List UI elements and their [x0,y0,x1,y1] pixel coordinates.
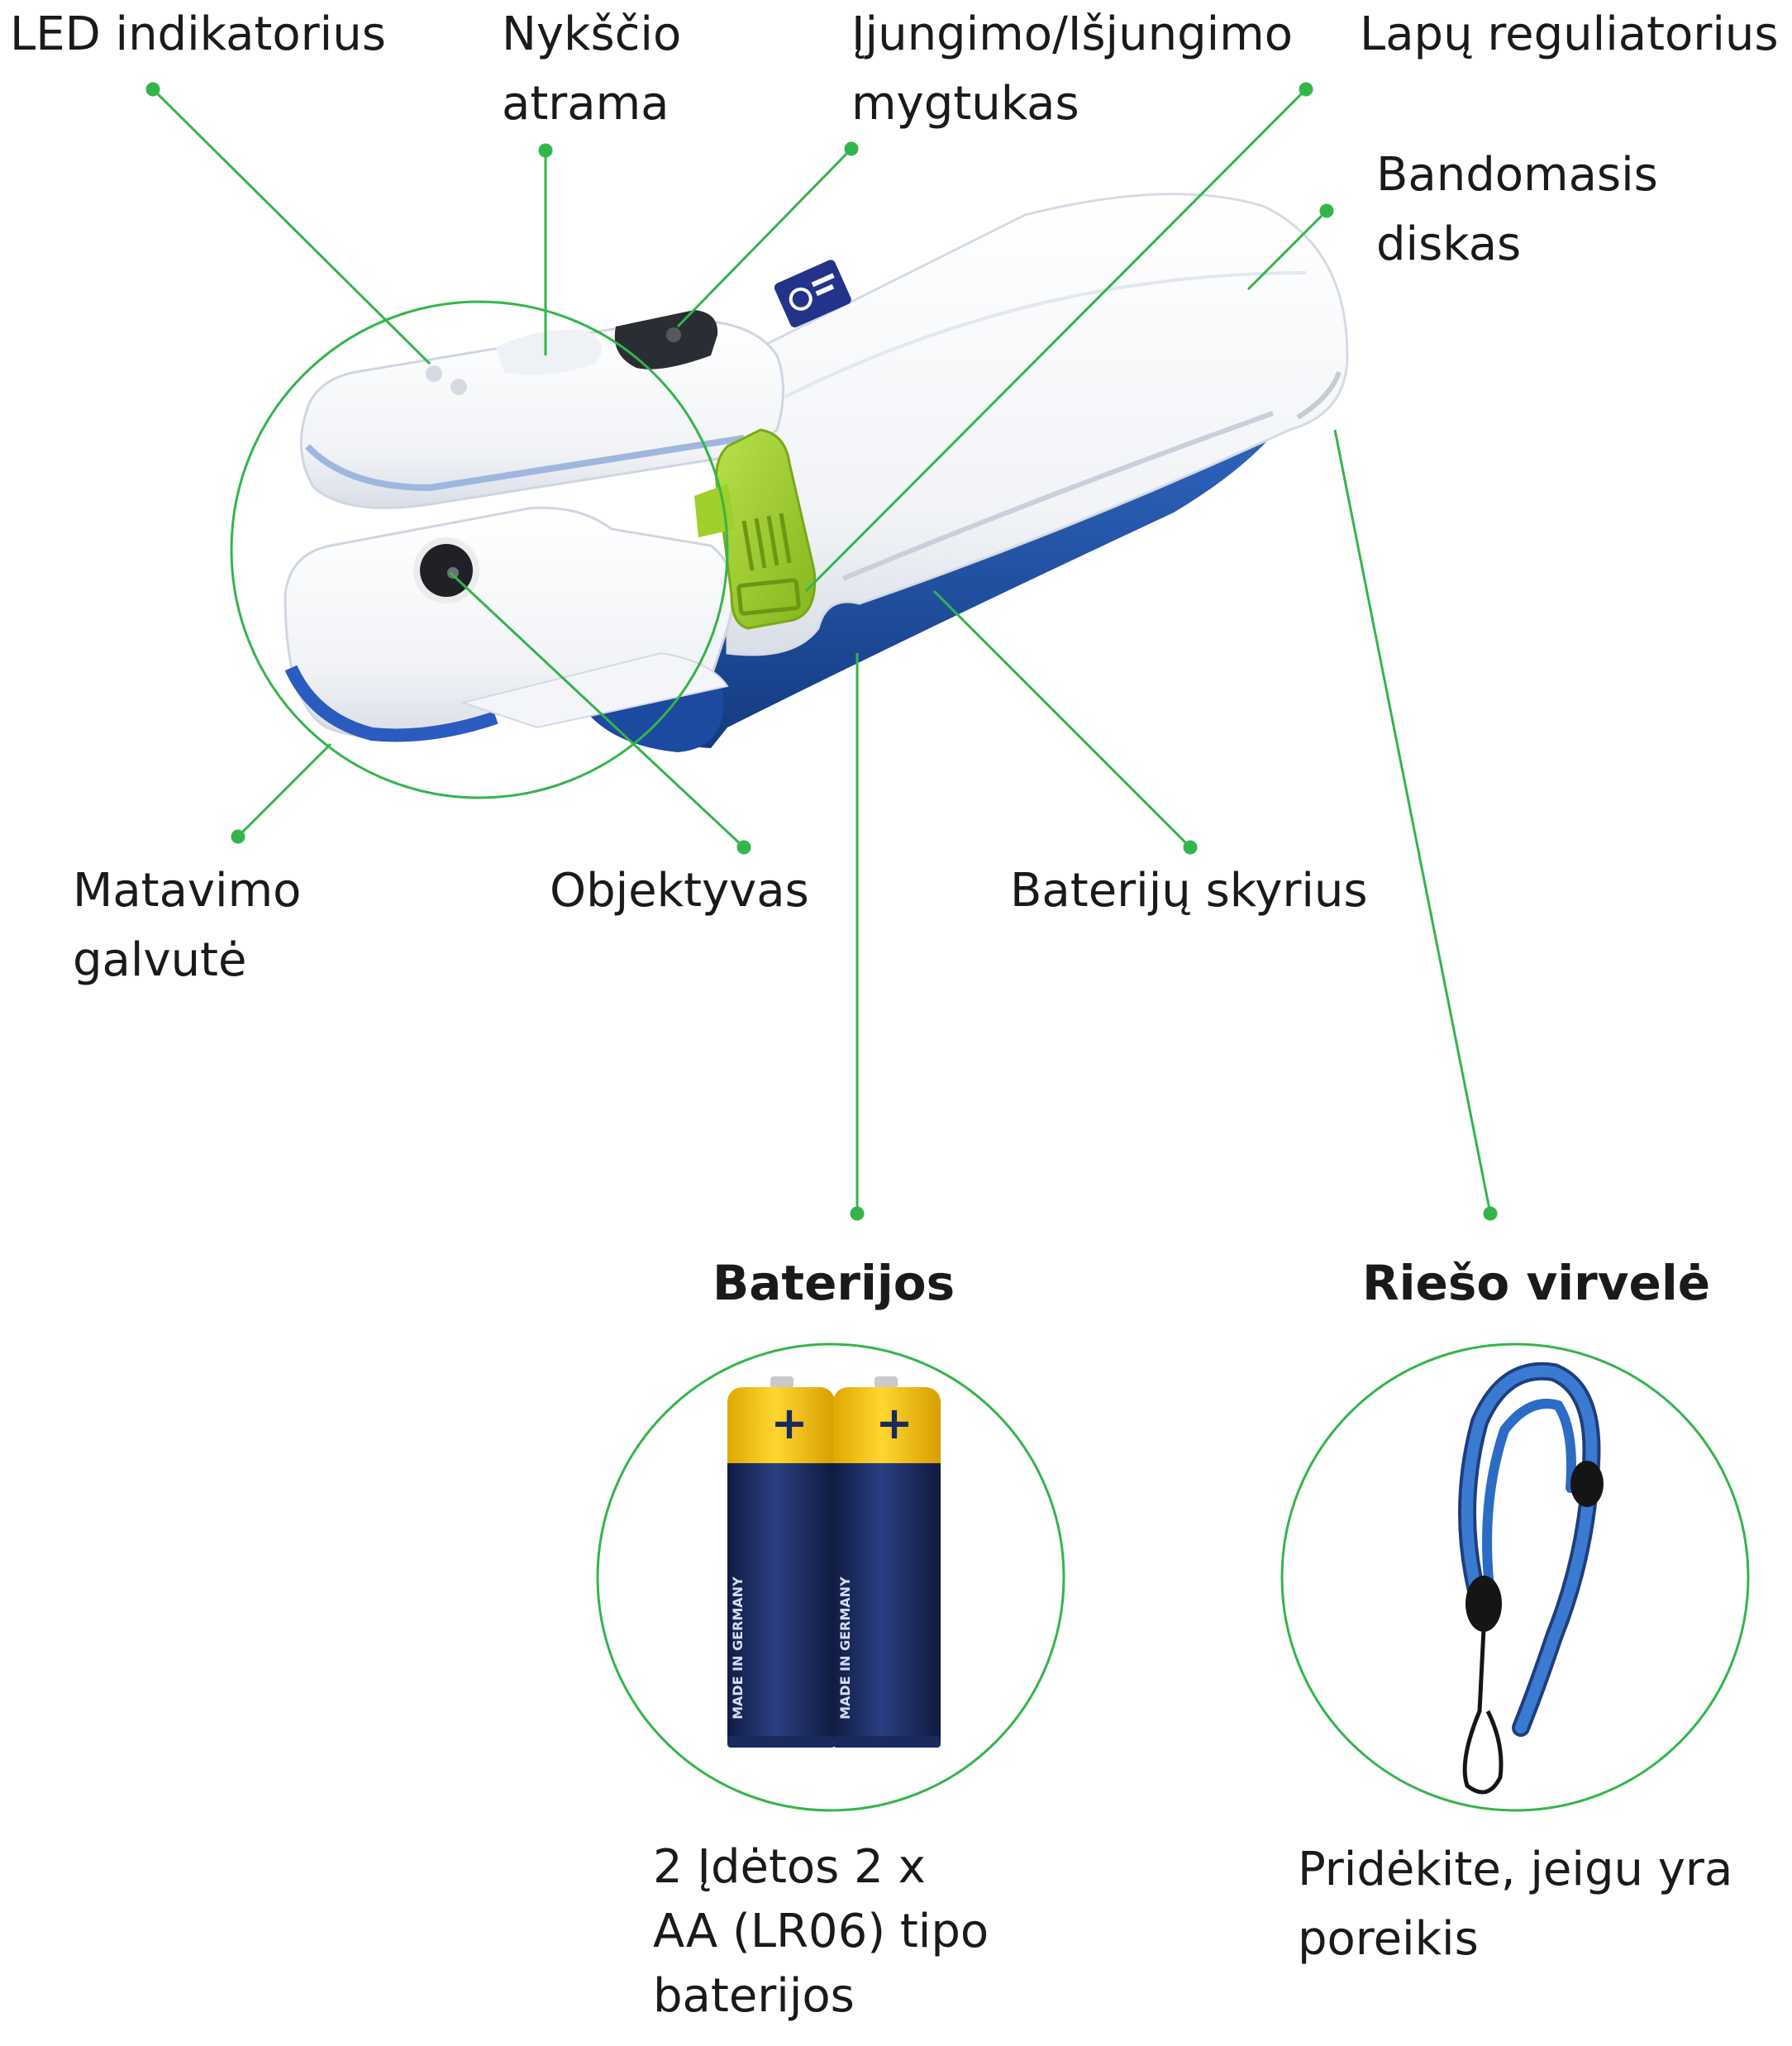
label-thumb-rest-line2: atrama [502,77,670,131]
label-battery-bay-text: Baterijų skyrius [1010,864,1368,918]
battery-circle [596,1343,1065,1812]
battery-1-print: MADE IN GERMANY [730,1576,746,1719]
batteries-title: Baterijos [713,1248,955,1318]
led-dot-2 [450,379,467,395]
lens [413,537,479,603]
leader-strap [1333,429,1498,1221]
lower-tray [460,651,729,729]
measuring-head-blue-edge [284,665,498,742]
label-test-disc-line2: diskas [1376,217,1522,271]
leader-lines [145,82,1498,1221]
leader-lens [449,571,751,855]
leader-led [145,82,431,365]
batteries-title-text: Baterijos [713,1255,956,1311]
grip-blue [579,413,1289,748]
body-seam [784,271,1307,398]
strap-desc-line1: Pridėkite, jeigu yra [1298,1843,1733,1896]
label-leaf-regulator: Lapų reguliatorius [1360,0,1779,69]
strap-inner [1482,1399,1576,1600]
label-power-button-line1: Įjungimo/Išjungimo [851,7,1293,61]
measuring-head-circle [230,300,729,799]
strap-desc-line2: poreikis [1298,1912,1479,1966]
main-body [726,193,1349,656]
label-led-indicator-text: LED indikatorius [10,7,386,61]
strap-adjuster-upper [1570,1461,1604,1507]
thumb-rest [496,330,602,375]
label-lens-text: Objektyvas [550,864,809,918]
label-battery-bay: Baterijų skyrius [1010,856,1368,926]
strap-adjuster-lower [1466,1576,1502,1632]
label-lens: Objektyvas [550,856,809,926]
label-thumb-rest-line1: Nykščio [502,7,682,61]
batteries-description: 2 Įdėtos 2 x AA (LR06) tipo baterijos [653,1835,989,2029]
label-power-button: Įjungimo/Išjungimo mygtukas [851,0,1293,139]
battery-cover [841,411,1275,581]
brand-logo [774,260,851,328]
power-button [614,310,718,370]
leader-batteries [850,653,865,1221]
batteries-desc-line1: 2 Įdėtos 2 x [653,1840,926,1894]
leader-battery-bay [932,589,1198,855]
leader-thumb [538,143,553,355]
battery-1-plus: + [770,1397,808,1449]
strap-eyelet [1296,370,1342,420]
label-test-disc: Bandomasis diskas [1376,141,1658,279]
leader-disc [1246,203,1334,291]
label-test-disc-line1: Bandomasis [1376,148,1658,202]
strap-description: Pridėkite, jeigu yra poreikis [1298,1835,1732,1974]
leader-head [231,742,332,844]
label-thumb-rest: Nykščio atrama [502,0,681,139]
device-illustration [230,193,1349,799]
label-power-button-line2: mygtukas [851,77,1079,131]
label-measuring-head: Matavimo galvutė [73,856,301,995]
battery-1: + MADE IN GERMANY [727,1376,835,1748]
batteries-desc-line3: baterijos [653,1969,855,2023]
battery-2-plus: + [875,1397,913,1449]
battery-illustration: + MADE IN GERMANY + MADE IN GERMANY [596,1343,1065,1812]
strap-circle [1280,1343,1750,1812]
upper-jaw-edge [305,435,745,492]
led-dot-1 [426,365,442,382]
batteries-desc-line2: AA (LR06) tipo [653,1905,989,1958]
strap-cord [1462,1628,1504,1795]
leader-leaf [804,82,1313,593]
strap-title: Riešo virvelė [1362,1248,1710,1318]
label-led-indicator: LED indikatorius [10,0,386,69]
battery-2: + MADE IN GERMANY [833,1376,941,1748]
label-measuring-head-line2: galvutė [73,933,247,987]
leader-power [676,141,859,328]
strap-title-text: Riešo virvelė [1362,1255,1711,1311]
battery-2-print: MADE IN GERMANY [837,1576,853,1719]
wrist-strap-illustration [1280,1343,1750,1812]
label-leaf-regulator-text: Lapų reguliatorius [1360,7,1779,61]
label-measuring-head-line1: Matavimo [73,864,302,918]
